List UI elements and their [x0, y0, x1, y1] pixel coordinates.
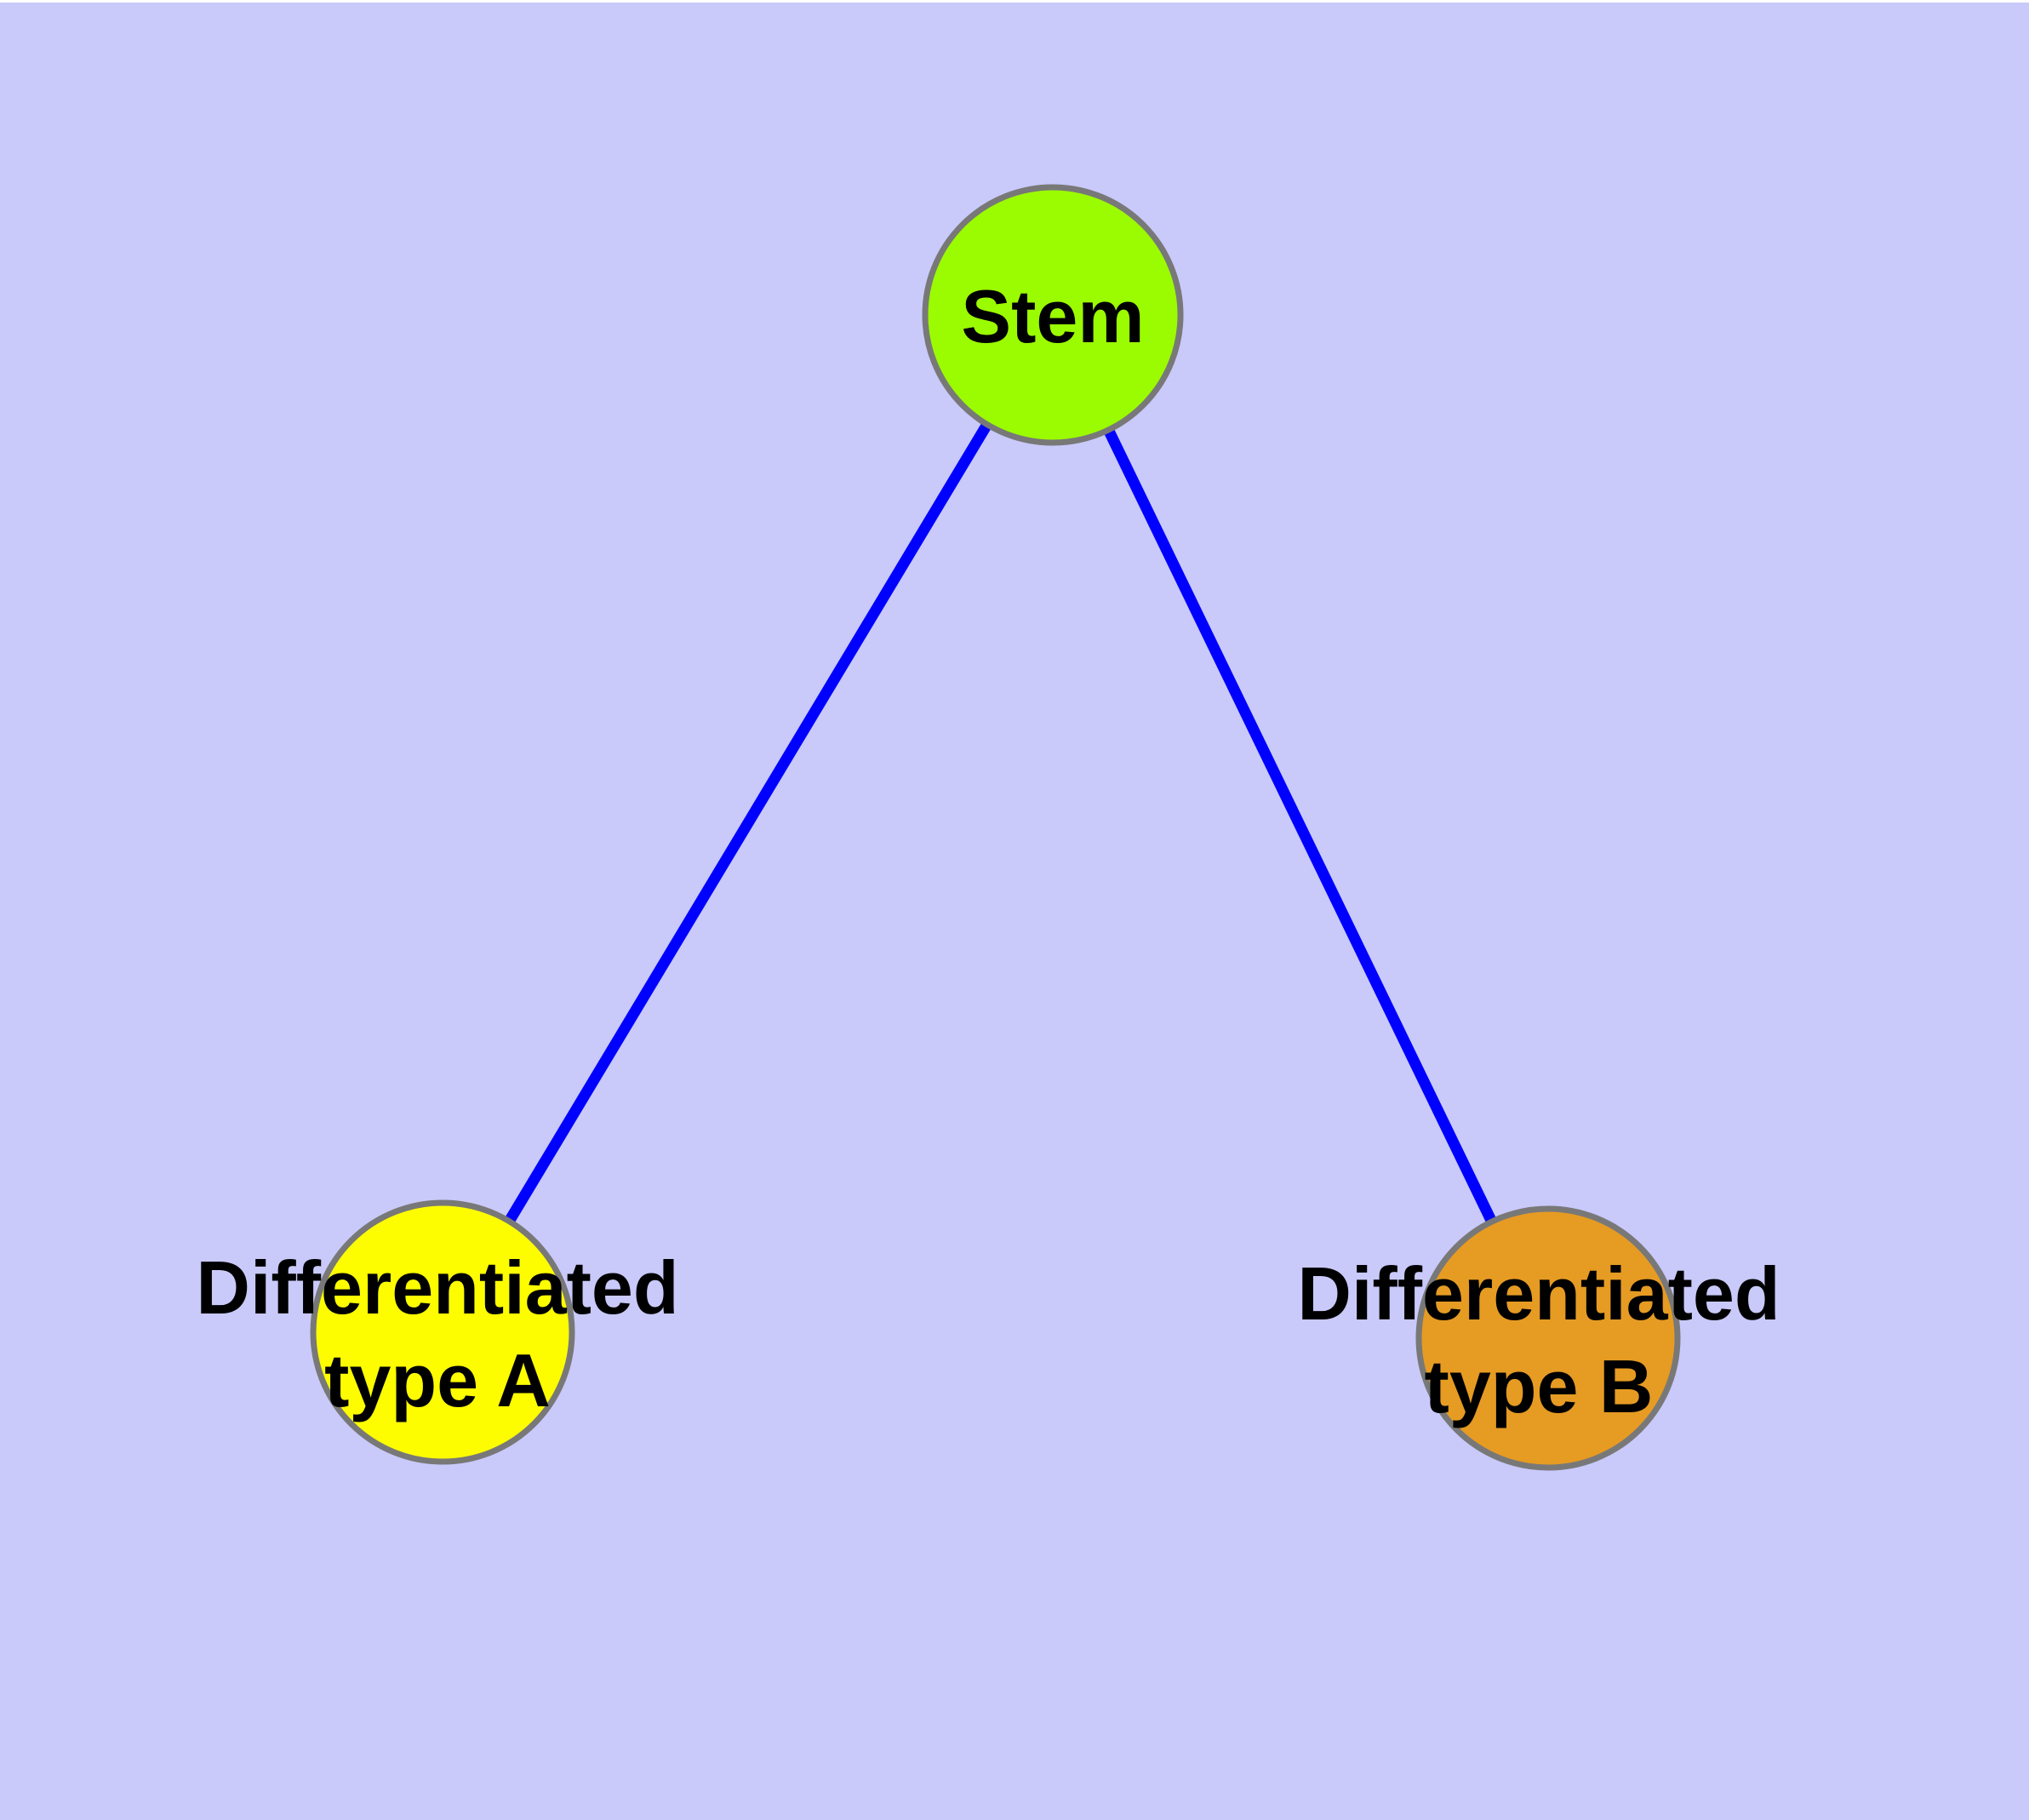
top-margin — [0, 0, 2029, 3]
differentiated-type-b-label-line1: Differentiated — [1297, 1251, 1780, 1336]
stem-node — [922, 184, 1184, 446]
stem-node-label: Stem — [961, 274, 1144, 358]
differentiated-type-b-label-line2: type B — [1425, 1344, 1654, 1428]
edge-stem-to-type-a — [437, 312, 1058, 1336]
edge-stem-to-type-b — [1048, 312, 1553, 1341]
differentiated-type-b-node — [1415, 1205, 1681, 1471]
differentiated-type-a-label-line1: Differentiated — [196, 1245, 678, 1330]
differentiated-type-a-node — [310, 1199, 575, 1465]
differentiated-type-a-label-line2: type A — [324, 1338, 551, 1422]
